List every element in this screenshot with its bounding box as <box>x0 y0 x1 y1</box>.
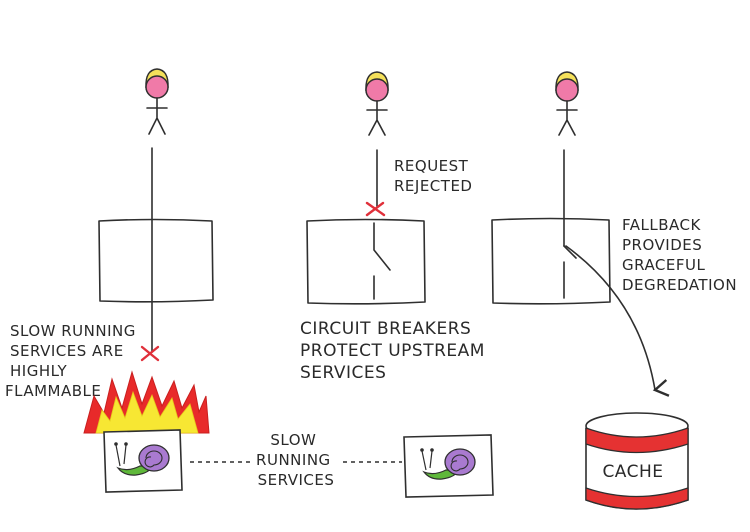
fallback-label: FALLBACK PROVIDES GRACEFUL DEGREDATION <box>622 216 737 294</box>
circuit-breakers-label: CIRCUIT BREAKERS PROTECT UPSTREAM SERVIC… <box>300 319 491 383</box>
slow-flammable-label: SLOW RUNNING SERVICES ARE HIGHLY FLAMMAB… <box>5 322 141 400</box>
snail-icon <box>114 442 170 476</box>
snail-icon <box>420 448 476 480</box>
fallback-arrow <box>565 245 670 397</box>
service-box-2 <box>306 218 426 305</box>
request-rejected-label: REQUEST REJECTED <box>394 157 474 195</box>
stick-figure-icon <box>555 71 579 136</box>
stick-figure-icon <box>365 71 389 136</box>
fallback-switch <box>563 245 577 299</box>
cache-label: CACHE <box>602 462 663 482</box>
open-circuit-breaker <box>373 222 391 300</box>
stick-figure-icon <box>145 68 169 135</box>
service-box-3 <box>491 217 611 305</box>
reject-x-icon <box>140 345 160 362</box>
slow-services-label: SLOW RUNNING SERVICES <box>256 431 336 489</box>
service-box-1 <box>98 218 214 303</box>
flame-icon <box>83 370 210 434</box>
cache-drum-icon: CACHE <box>585 412 689 510</box>
reject-x-icon <box>365 201 386 217</box>
